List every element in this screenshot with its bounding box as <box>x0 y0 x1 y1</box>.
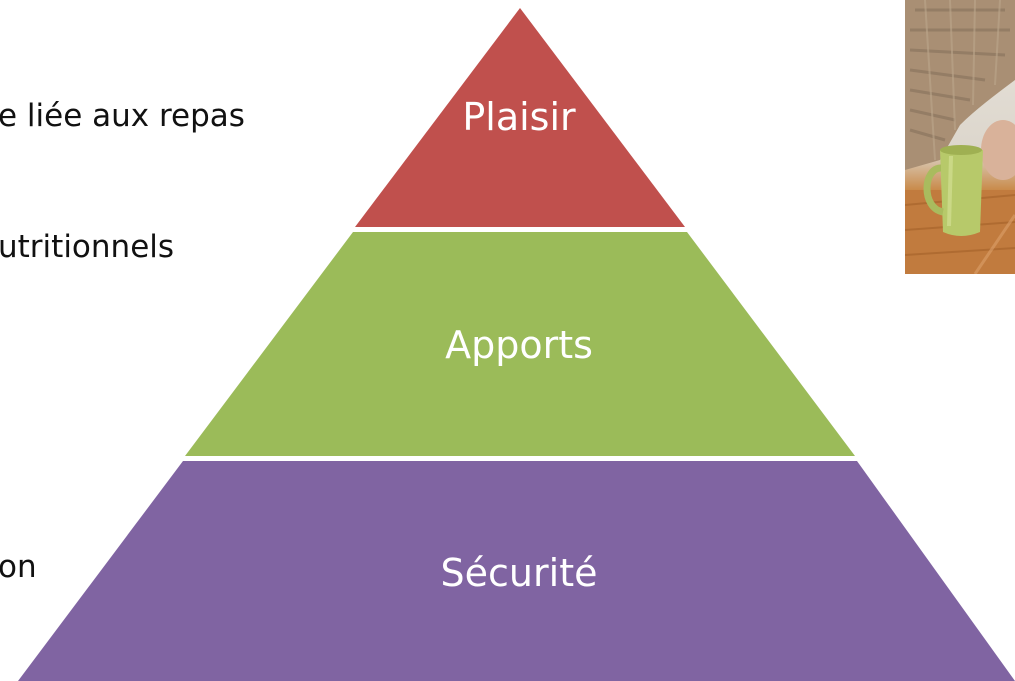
pyramid-tier-plaisir <box>355 8 685 227</box>
tier-label-securite: Sécurité <box>441 551 598 595</box>
pyramid-tier-securite <box>18 461 1015 681</box>
tier-label-apports: Apports <box>445 323 593 367</box>
bullet-text-nutrition: utritionnels <box>0 229 175 265</box>
tier-label-plaisir: Plaisir <box>462 95 576 139</box>
person-with-mug-photo <box>905 0 1015 274</box>
pyramid-tier-apports <box>185 232 855 456</box>
bullet-text-meals: e liée aux repas <box>0 98 245 134</box>
bullet-text-bottom: on <box>0 549 37 585</box>
